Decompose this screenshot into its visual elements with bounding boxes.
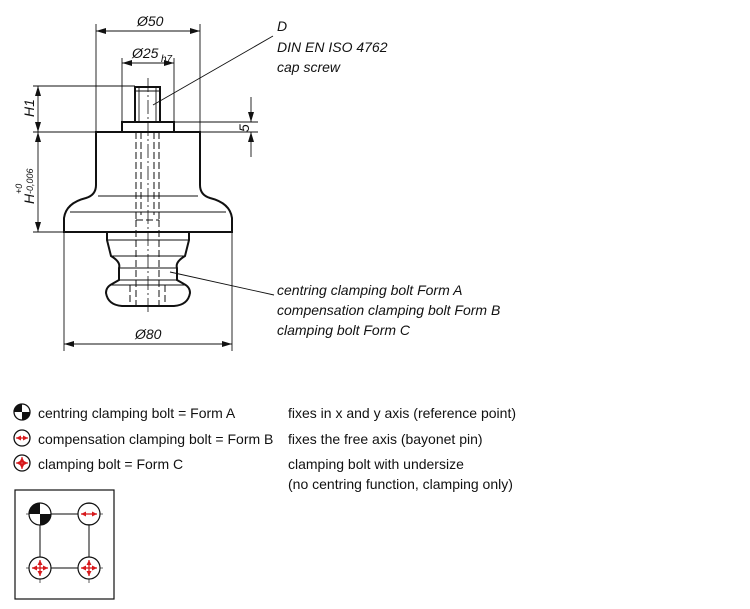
legend-label-form-b: compensation clamping bolt = Form B bbox=[38, 431, 273, 447]
legend-desc-form-b: fixes the free axis (bayonet pin) bbox=[288, 431, 483, 447]
callouts: D DIN EN ISO 4762 cap screw centring cla… bbox=[152, 18, 500, 338]
compensation-bolt-icon bbox=[77, 502, 101, 526]
callout-bolt-line2: compensation clamping bolt Form B bbox=[277, 302, 500, 318]
clamping-bolt-icon bbox=[28, 556, 52, 580]
callout-screw-line3: cap screw bbox=[277, 59, 341, 75]
dim-diameter-25: Ø25 bbox=[131, 45, 159, 61]
legend-label-form-c: clamping bolt = Form C bbox=[38, 456, 183, 472]
dim-h-tol-upper: +0 bbox=[14, 184, 24, 194]
centring-bolt-icon bbox=[13, 403, 31, 421]
dim-5: 5 bbox=[236, 124, 252, 132]
legend-desc-form-a: fixes in x and y axis (reference point) bbox=[288, 405, 516, 421]
dim-diameter-50: Ø50 bbox=[136, 13, 164, 29]
callout-screw-line1: D bbox=[277, 18, 287, 34]
dim-h-tol-lower: -0,006 bbox=[25, 168, 35, 194]
legend-desc-form-c: clamping bolt with undersize bbox=[288, 456, 464, 472]
bolt-layout-example bbox=[14, 489, 115, 600]
callout-screw-line2: DIN EN ISO 4762 bbox=[277, 39, 388, 55]
centring-bolt-icon bbox=[28, 502, 52, 526]
dim-h: H bbox=[21, 193, 37, 204]
callout-bolt-line1: centring clamping bolt Form A bbox=[277, 282, 462, 298]
callout-bolt-line3: clamping bolt Form C bbox=[277, 322, 411, 338]
dim-tolerance-h7: h7 bbox=[161, 54, 173, 65]
clamping-bolt-icon bbox=[77, 556, 101, 580]
dim-h1: H1 bbox=[21, 99, 37, 117]
legend-label-form-a: centring clamping bolt = Form A bbox=[38, 405, 236, 421]
dim-diameter-80: Ø80 bbox=[134, 326, 162, 342]
part-body bbox=[63, 78, 233, 312]
legend-desc-form-c-line2: (no centring function, clamping only) bbox=[288, 476, 513, 492]
legend: centring clamping bolt = Form A fixes in… bbox=[13, 403, 516, 492]
dimensions: Ø50 Ø25 h7 H1 H +0 -0,006 5 Ø80 bbox=[14, 13, 258, 351]
compensation-bolt-icon bbox=[13, 429, 31, 447]
clamping-bolt-icon bbox=[13, 454, 31, 472]
